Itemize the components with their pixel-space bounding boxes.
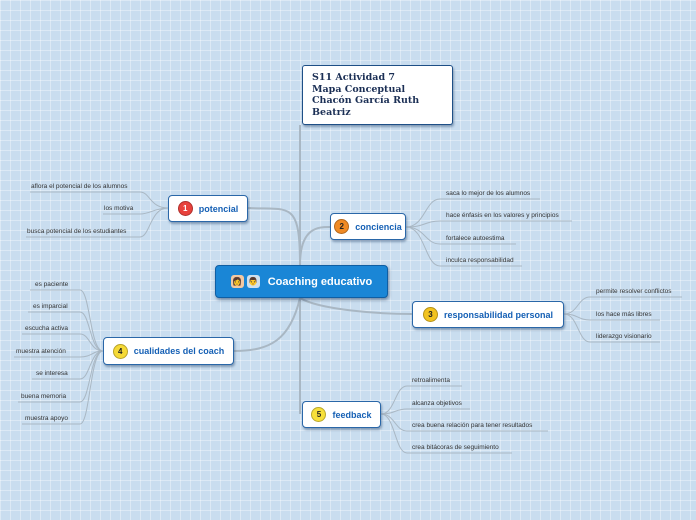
- topic-conciencia[interactable]: 2 conciencia: [330, 213, 406, 240]
- topic-cualidades-label: cualidades del coach: [133, 346, 225, 356]
- leaf-conciencia-4[interactable]: inculca responsabilidad: [446, 257, 514, 264]
- title-box[interactable]: S11 Actividad 7 Mapa Conceptual Chacón G…: [302, 65, 453, 125]
- leaf-cualidades-7[interactable]: muestra apoyo: [25, 415, 68, 422]
- leaf-responsabilidad-1[interactable]: permite resolver conflictos: [596, 288, 672, 295]
- teacher-woman-icon: 👩: [230, 275, 244, 288]
- topic-feedback-label: feedback: [332, 409, 372, 420]
- leaf-responsabilidad-2[interactable]: los hace más libres: [596, 311, 652, 318]
- priority-1-icon: 1: [177, 201, 193, 216]
- leaf-potencial-1[interactable]: aflora el potencial de los alumnos: [31, 183, 128, 190]
- topic-conciencia-label: conciencia: [355, 221, 402, 232]
- priority-4-icon: 4: [112, 343, 128, 359]
- title-line-3: Chacón García Ruth: [312, 95, 420, 106]
- topic-responsabilidad-label: responsabilidad personal: [443, 309, 554, 320]
- topic-potencial-label: potencial: [198, 203, 239, 214]
- leaf-conciencia-2[interactable]: hace énfasis en los valores y principios: [446, 212, 559, 219]
- leaf-cualidades-6[interactable]: buena memoria: [21, 393, 67, 400]
- leaf-cualidades-5[interactable]: se interesa: [36, 370, 68, 377]
- topic-responsabilidad-personal[interactable]: 3 responsabilidad personal: [412, 301, 564, 328]
- leaf-responsabilidad-3[interactable]: liderazgo visionario: [596, 333, 652, 340]
- priority-5-icon: 5: [311, 407, 327, 422]
- priority-2-icon: 2: [334, 219, 350, 234]
- leaf-feedback-2[interactable]: alcanza objetivos: [412, 400, 462, 407]
- leaf-feedback-3[interactable]: crea buena relación para tener resultado…: [412, 422, 533, 429]
- topic-cualidades-del-coach[interactable]: 4 cualidades del coach: [103, 337, 234, 365]
- leaf-potencial-3[interactable]: busca potencial de los estudiantes: [27, 228, 127, 235]
- leaf-feedback-4[interactable]: crea bitácoras de seguimiento: [412, 444, 499, 451]
- leaf-cualidades-1[interactable]: es paciente: [35, 281, 69, 288]
- title-line-2: Mapa Conceptual: [312, 83, 406, 95]
- leaf-cualidades-3[interactable]: escucha activa: [25, 325, 68, 332]
- title-line-4: Beatriz: [312, 106, 351, 118]
- topic-potencial[interactable]: 1 potencial: [168, 195, 248, 222]
- leaf-cualidades-2[interactable]: es imparcial: [33, 303, 68, 310]
- leaf-conciencia-1[interactable]: saca lo mejor de los alumnos: [446, 190, 531, 197]
- leaf-feedback-1[interactable]: retroalimenta: [412, 377, 450, 384]
- priority-3-icon: 3: [422, 307, 438, 322]
- central-topic-label: Coaching educativo: [267, 275, 373, 288]
- leaf-conciencia-3[interactable]: fortalece autoestima: [446, 235, 505, 242]
- teacher-man-icon: 👨: [246, 275, 260, 288]
- title-line-1: S11 Actividad 7: [312, 72, 396, 83]
- leaf-cualidades-4[interactable]: muestra atención: [16, 348, 66, 355]
- central-topic[interactable]: 👩 👨 Coaching educativo: [215, 265, 388, 298]
- topic-feedback[interactable]: 5 feedback: [302, 401, 381, 428]
- leaf-potencial-2[interactable]: los motiva: [104, 205, 134, 212]
